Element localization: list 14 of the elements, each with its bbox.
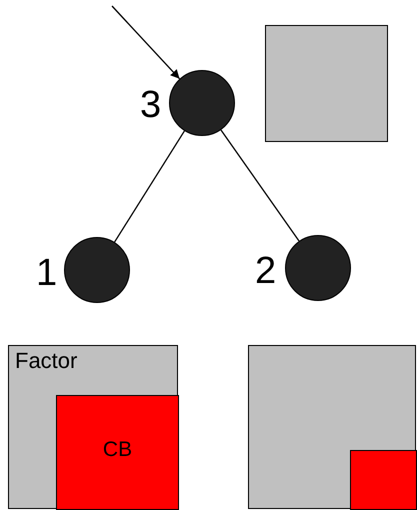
box-label: CB: [102, 438, 134, 462]
square: [248, 345, 416, 509]
connector-line: [114, 130, 185, 242]
arrow: [112, 6, 180, 80]
cb-box: [56, 395, 179, 510]
connector-line: [220, 130, 300, 242]
inner-square: [350, 450, 417, 510]
square: [265, 25, 388, 142]
node-number: 3: [140, 86, 162, 124]
box-title: Factor: [15, 349, 78, 374]
factor-box: [8, 345, 178, 509]
circle-node: [169, 70, 235, 136]
node-number: 2: [255, 252, 276, 290]
node-number: 1: [36, 254, 58, 292]
